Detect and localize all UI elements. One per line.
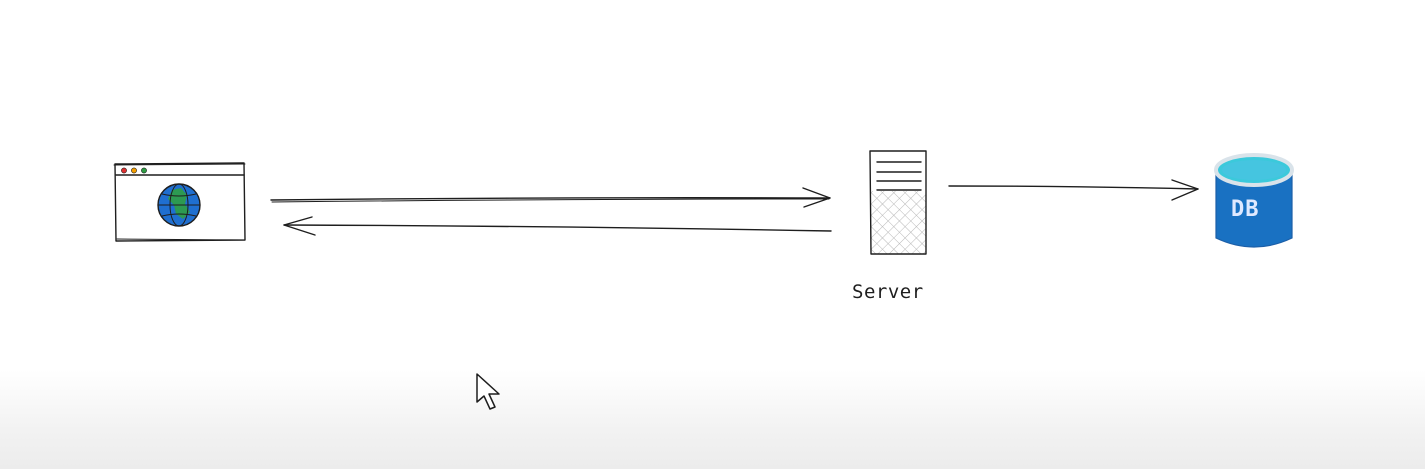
browser-window-globe-icon (113, 162, 246, 242)
server-node[interactable]: Server (852, 150, 927, 303)
database-node[interactable]: DB (1214, 153, 1294, 248)
request-arrow[interactable] (270, 187, 831, 208)
database-label: DB (1231, 197, 1260, 222)
database-cylinder-icon (1214, 153, 1294, 248)
globe-icon (157, 183, 201, 227)
server-tower-icon (869, 150, 927, 255)
server-label: Server (852, 281, 924, 303)
response-arrow[interactable] (283, 216, 832, 236)
window-maximize-dot (141, 167, 147, 174)
mouse-pointer-icon (476, 373, 500, 410)
window-minimize-dot (131, 167, 137, 174)
window-close-dot (121, 167, 127, 174)
query-arrow[interactable] (948, 179, 1199, 201)
browser-node[interactable] (113, 162, 246, 242)
